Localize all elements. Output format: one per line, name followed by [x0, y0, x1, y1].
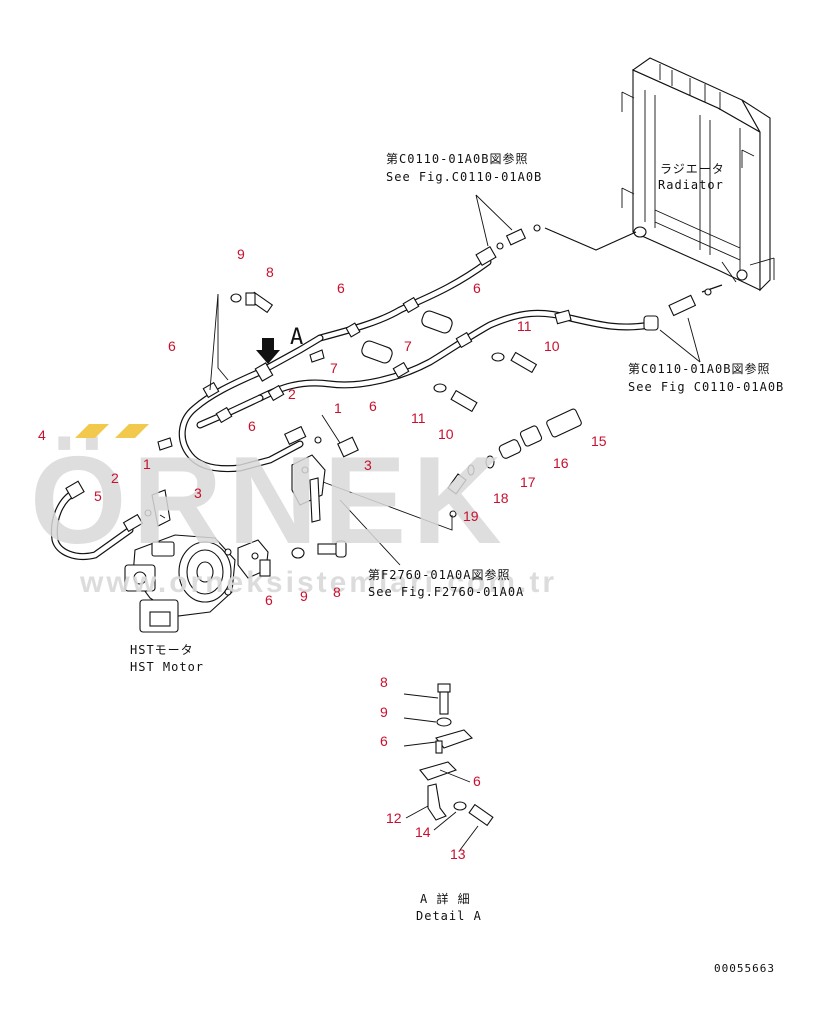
callout-number: 11: [517, 318, 532, 334]
callout-number: 6: [248, 418, 256, 434]
bolts-and-washers: [230, 291, 538, 559]
motor-label-jp: HSTモータ: [130, 643, 194, 657]
hose-clamps: [202, 296, 572, 424]
callout-number: 16: [553, 455, 569, 471]
callout-number: 6: [380, 733, 388, 749]
radiator-label-en: Radiator: [658, 178, 724, 192]
callout-number: 10: [438, 426, 454, 442]
radiator-label-jp: ラジエータ: [660, 162, 725, 176]
ref-right-en: See Fig C0110-01A0B: [628, 380, 785, 394]
callout-number: 19: [463, 508, 479, 524]
detail-a-leaders: [403, 693, 479, 851]
radiator-drawing: [621, 57, 775, 292]
leader-lines: [159, 194, 701, 566]
callout-number: 12: [386, 810, 402, 826]
detail-label-jp: A 詳 細: [420, 892, 471, 906]
hose-fittings: [65, 224, 712, 533]
callout-number: 8: [380, 674, 388, 690]
view-arrow-icon: [256, 338, 280, 364]
fitting-chain: [447, 408, 582, 518]
callout-number: 6: [473, 773, 481, 789]
watermark-url: www.orneksistemlari.com.tr: [80, 566, 558, 599]
callout-number: 3: [364, 457, 372, 473]
callout-number: 9: [300, 588, 308, 604]
detail-label-en: Detail A: [416, 909, 482, 923]
callout-number: 5: [94, 488, 102, 504]
callout-number: 11: [411, 410, 426, 426]
callout-number: 7: [404, 338, 412, 354]
motor-label-en: HST Motor: [130, 660, 205, 674]
ref-right-jp: 第C0110-01A0B図参照: [628, 362, 771, 376]
ref-mid-jp: 第F2760-01A0A図参照: [368, 568, 511, 582]
ref-mid-en: See Fig.F2760-01A0A: [368, 585, 525, 599]
callout-number: 3: [194, 485, 202, 501]
callout-number: 1: [143, 456, 151, 472]
watermark-accent-icon: [75, 424, 149, 438]
callout-number: 15: [591, 433, 607, 449]
callout-number: 6: [168, 338, 176, 354]
callout-number: 8: [266, 264, 274, 280]
callout-number: 6: [265, 592, 273, 608]
ref-top-jp: 第C0110-01A0B図参照: [386, 152, 529, 166]
callout-number: 9: [237, 246, 245, 262]
motor-bracket: [237, 539, 271, 579]
watermark-brand: ÖRNEK: [30, 432, 508, 570]
hst-motor-drawing: [124, 489, 236, 633]
callout-number: 6: [337, 280, 345, 296]
detail-a-drawing: [419, 683, 494, 827]
callout-number: 2: [111, 470, 119, 486]
callout-number: 2: [288, 386, 296, 402]
callout-number: 4: [38, 427, 46, 443]
drawing-number: 00055663: [714, 962, 775, 975]
callout-number: 10: [544, 338, 560, 354]
callout-number: 13: [450, 846, 466, 862]
callout-number: 6: [473, 280, 481, 296]
callout-number: 8: [333, 584, 341, 600]
callout-number: 7: [330, 360, 338, 376]
callout-number: 18: [493, 490, 509, 506]
mounting-bracket: [291, 454, 326, 523]
ref-top-en: See Fig.C0110-01A0B: [386, 170, 543, 184]
callout-number: 9: [380, 704, 388, 720]
callout-number: 17: [520, 474, 536, 490]
callout-number: 6: [369, 398, 377, 414]
callout-number: 14: [415, 824, 431, 840]
view-letter: A: [290, 325, 305, 350]
callout-number: 1: [334, 400, 342, 416]
spacer-parts: [361, 310, 453, 364]
